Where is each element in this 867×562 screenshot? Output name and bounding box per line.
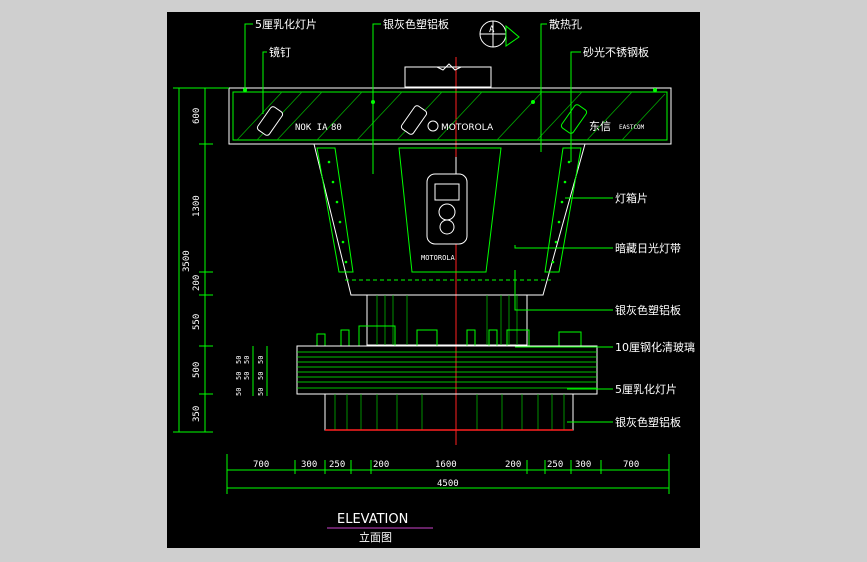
top-cap: [404, 66, 492, 88]
svg-text:50: 50: [257, 356, 265, 364]
drawing-subtitle: 立面图: [359, 530, 392, 544]
counter: [296, 345, 598, 431]
section-marker: A: [479, 20, 520, 48]
dim-v-3: 200: [192, 275, 202, 291]
svg-text:50: 50: [235, 372, 243, 380]
callout-screw: 镜钉: [269, 45, 291, 59]
dim-v-total: 3500: [182, 250, 192, 272]
phone-brand-text: MOTOROLA: [421, 254, 456, 262]
dim-h-2: 300: [301, 460, 317, 470]
motorola-logo-icon: [427, 120, 439, 132]
elevation-drawing: A NOK IA 80 MOTOROLA 东信 EASTCOM: [173, 17, 695, 544]
glass-columns: [366, 294, 528, 346]
dim-v-1: 600: [192, 108, 202, 124]
dim-h-total: 4500: [437, 479, 459, 489]
svg-text:50: 50: [243, 356, 251, 364]
callout-light-5mm-bottom: 5厘乳化灯片: [615, 382, 677, 396]
dim-h-9: 700: [623, 460, 639, 470]
section-marker-label: A: [489, 25, 495, 35]
svg-text:50: 50: [235, 356, 243, 364]
dongxin-logo-text: 东信: [589, 120, 611, 133]
callout-leaders: [244, 23, 613, 423]
tapered-body: MOTOROLA: [313, 143, 586, 296]
callout-lightbox: 灯箱片: [615, 191, 648, 205]
callout-brushed-steel: 砂光不锈钢板: [583, 45, 649, 59]
dim-v-6: 350: [192, 406, 202, 422]
dim-v-2: 1300: [192, 195, 202, 217]
dim-h-3: 250: [329, 460, 345, 470]
vertical-dimensions: [173, 87, 229, 433]
svg-text:50: 50: [235, 388, 243, 396]
horizontal-dimensions: [226, 454, 670, 494]
dim-h-8: 300: [575, 460, 591, 470]
nokia-logo-text: NOK IA: [295, 123, 328, 133]
motorola-logo-text: MOTOROLA: [441, 123, 494, 133]
dim-v-4: 550: [192, 314, 202, 330]
cad-drawing-canvas: A NOK IA 80 MOTOROLA 东信 EASTCOM: [167, 12, 700, 548]
dim-h-7: 250: [547, 460, 563, 470]
callout-silver-gray-panel-mid: 银灰色塑铝板: [615, 303, 681, 317]
svg-text:80: 80: [331, 123, 342, 133]
callout-hidden-fluorescent: 暗藏日光灯带: [615, 241, 681, 255]
product-displays: [316, 325, 582, 347]
dongxin-sub-text: EASTCOM: [619, 124, 645, 131]
callout-silver-gray-panel-bottom: 银灰色塑铝板: [615, 415, 681, 429]
callout-tempered-glass: 10厘钢化清玻璃: [615, 340, 695, 354]
callout-light-5mm-top: 5厘乳化灯片: [255, 17, 317, 31]
dim-h-1: 700: [253, 460, 269, 470]
svg-text:50: 50: [257, 372, 265, 380]
header-sign: NOK IA 80 MOTOROLA 东信 EASTCOM: [228, 87, 672, 145]
svg-text:50: 50: [243, 372, 251, 380]
small-dimensions: 50 50 50 50 50 50 50 50: [235, 346, 268, 396]
drawing-title: ELEVATION: [337, 512, 408, 527]
callout-vent-holes: 散热孔: [549, 17, 582, 31]
dim-h-6: 200: [505, 460, 521, 470]
callout-silver-gray-panel-top: 银灰色塑铝板: [383, 17, 449, 31]
dim-h-5: 1600: [435, 460, 457, 470]
svg-text:50: 50: [257, 388, 265, 396]
dim-v-5: 500: [192, 362, 202, 378]
dim-h-4: 200: [373, 460, 389, 470]
